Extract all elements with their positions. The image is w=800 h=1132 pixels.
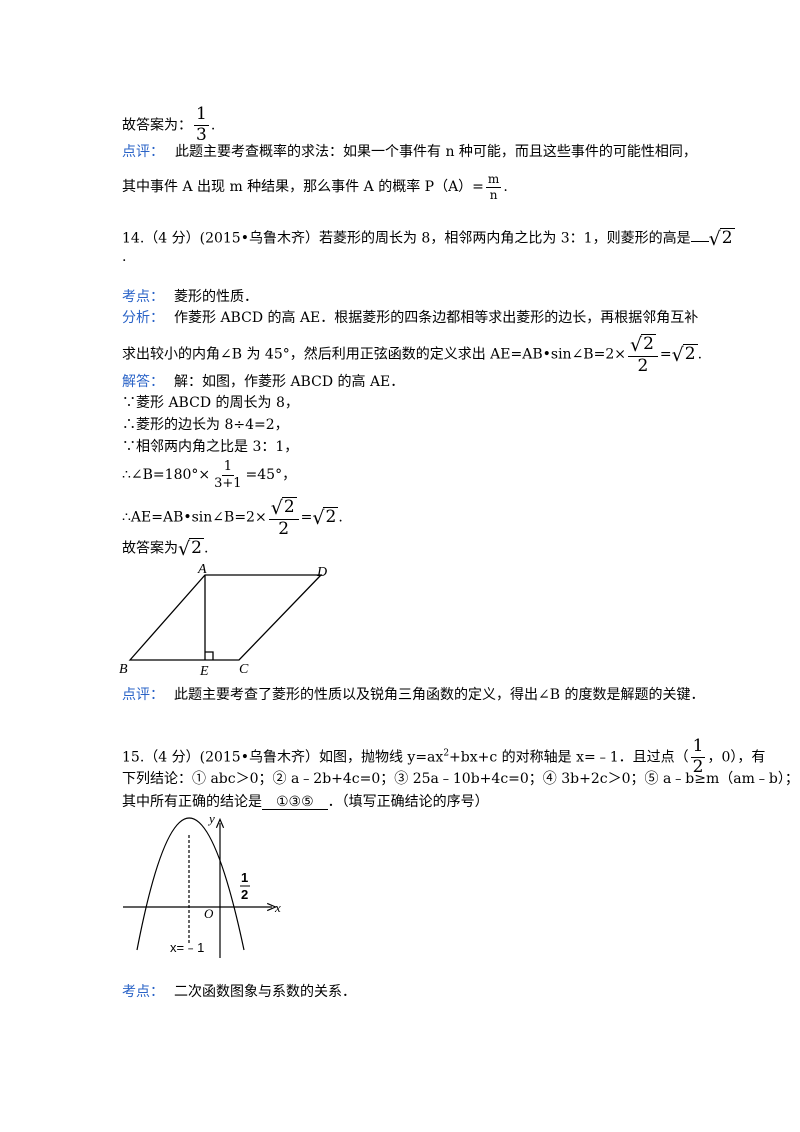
symmetry-axis-label: x=﹣1	[170, 940, 204, 955]
question-text: ，0），有	[707, 749, 766, 766]
q13-comment-line1: 此题主要考查概率的求法：如果一个事件有 n 种可能，而且这些事件的可能性相同，	[175, 144, 697, 160]
fraction-denominator: 3	[196, 124, 207, 145]
sqrt-radicand: 2	[682, 344, 698, 365]
fraction-numerator: m	[485, 172, 502, 188]
period: .	[203, 540, 209, 557]
answer-text: ∴AE=AB•sin∠B=2×	[122, 509, 267, 526]
sqrt-radicand: 2	[281, 497, 297, 517]
question-text: 14.（4 分）(2015•乌鲁木齐）若菱形的周长为 8，相邻两内角之比为 3：…	[122, 230, 691, 247]
equals: =	[300, 509, 313, 526]
question-text: 15.（4 分）(2015•乌鲁木齐）如图，抛物线 y=ax	[122, 749, 444, 766]
sqrt-radicand: 2	[719, 228, 735, 248]
q14-kaodian-text: 菱形的性质．	[174, 289, 258, 305]
q15-kaodian-label: 考点：	[122, 984, 164, 1000]
fraction-numerator: 1	[221, 459, 234, 476]
sqrt-two: √2	[312, 506, 339, 529]
fraction-denominator: n	[489, 187, 498, 202]
equals: =	[659, 346, 672, 363]
label-y: y	[207, 811, 215, 826]
sqrt-two: √2	[671, 343, 698, 366]
label-b: B	[119, 662, 128, 677]
fraction-denominator: 2	[278, 518, 290, 539]
q14-fenxi-line1: 作菱形 ABCD 的高 AE．根据菱形的四条边都相等求出菱形的边长，再根据邻角互…	[174, 310, 699, 326]
q15-kaodian-text: 二次函数图象与系数的关系．	[174, 984, 356, 1000]
period: .	[210, 117, 216, 134]
question-text: 其中所有正确的结论是	[122, 794, 262, 810]
answer-prefix: 故答案为：	[122, 117, 192, 134]
q14-answer-line1: 解：如图，作菱形 ABCD 的高 AE．	[174, 374, 405, 390]
q14-question-line2: .	[122, 249, 127, 265]
half-denominator: 2	[241, 887, 248, 902]
q15-question-line1: 15.（4 分）(2015•乌鲁木齐）如图，抛物线 y=ax2+bx+c 的对称…	[122, 736, 766, 777]
fraction-denominator: 2	[692, 756, 704, 777]
q14-question-line1: 14.（4 分）(2015•乌鲁木齐）若菱形的周长为 8，相邻两内角之比为 3：…	[122, 228, 735, 249]
answer-blank	[690, 241, 709, 243]
answer-text: ∴∠B=180°×	[122, 467, 211, 484]
sqrt-two: √2	[270, 496, 297, 519]
label-origin: O	[204, 906, 214, 921]
question-text: ．（填写正确结论的序号）	[327, 794, 489, 810]
sqrt-radicand: 2	[189, 538, 204, 558]
q13-comment-label: 点评：	[122, 144, 164, 160]
q14-comment-text: 此题主要考查了菱形的性质以及锐角三角函数的定义，得出∠B 的度数是解题的关键．	[174, 687, 705, 703]
label-e: E	[199, 664, 209, 679]
sqrt-radicand: 2	[641, 334, 656, 354]
fenxi-text: 求出较小的内角∠B 为 45°，然后利用正弦函数的定义求出 AE=AB•sin∠…	[122, 346, 626, 363]
rhombus-abcd	[128, 574, 323, 661]
parabola-curve	[136, 817, 245, 951]
q14-answer-line2: ∵菱形 ABCD 的周长为 8，	[122, 395, 299, 411]
q14-kaodian-label: 考点：	[122, 289, 164, 305]
label-x: x	[274, 900, 281, 915]
answer-text: =45°，	[245, 467, 297, 484]
sqrt-two: √2	[178, 537, 204, 560]
q14-fenxi-line2: 求出较小的内角∠B 为 45°，然后利用正弦函数的定义求出 AE=AB•sin∠…	[122, 334, 702, 375]
q14-answer-final: 故答案为√2.	[122, 538, 208, 559]
q14-answer-label: 解答：	[122, 374, 164, 390]
period: .	[697, 346, 703, 363]
fraction-denominator: 2	[637, 355, 649, 376]
superscript-2: 2	[443, 748, 450, 759]
fraction-numerator: 1	[690, 736, 706, 758]
label-c: C	[239, 662, 249, 677]
comment-text: 其中事件 A 出现 m 种结果，那么事件 A 的概率 P（A）=	[122, 179, 484, 196]
answer-text: 故答案为	[122, 540, 178, 557]
q14-answer-line4: ∵相邻两内角之比是 3：1，	[122, 439, 299, 455]
right-angle-mark	[205, 651, 214, 660]
q14-comment-label: 点评：	[122, 687, 164, 703]
q15-question-line2: 下列结论：① abc＞0；② a﹣2b+4c=0；③ 25a﹣10b+4c=0；…	[122, 771, 799, 787]
question-text: +bx+c 的对称轴是 x=﹣1．且过点（	[449, 749, 689, 766]
period: .	[503, 179, 508, 196]
fraction-numerator: 1	[194, 104, 209, 126]
label-a: A	[197, 562, 207, 577]
half-numerator: 1	[241, 870, 248, 885]
q14-fenxi-label: 分析：	[122, 310, 164, 326]
sqrt-two: √2	[708, 227, 735, 250]
period: .	[338, 509, 343, 526]
answer-blank: ①③⑤	[262, 795, 328, 810]
fraction-denominator: 3+1	[214, 475, 242, 491]
q14-answer-line3: ∴菱形的边长为 8÷4=2，	[122, 417, 289, 433]
sqrt-radicand: 2	[323, 507, 339, 528]
label-d: D	[316, 565, 327, 580]
sqrt-two: √2	[629, 333, 656, 356]
